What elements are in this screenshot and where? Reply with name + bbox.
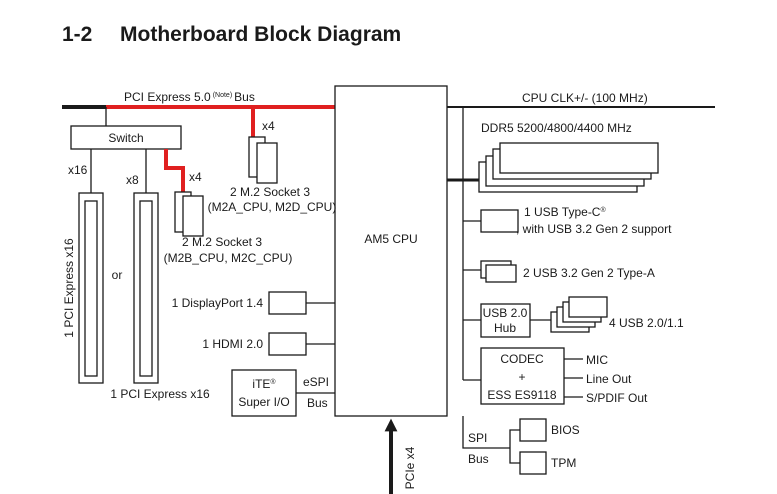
superio-label: Super I/O xyxy=(238,395,289,409)
pcie-x4-label: PCIe x4 xyxy=(403,446,417,489)
hdmi-label: 1 HDMI 2.0 xyxy=(202,337,263,351)
codec-label-line1: CODEC xyxy=(500,352,544,366)
pcie-slot-1-inner xyxy=(84,200,98,377)
m2b-label-line2: (M2B_CPU, M2C_CPU) xyxy=(164,251,293,265)
ddr5-module-1 xyxy=(499,142,659,174)
x8-label: x8 xyxy=(126,173,139,187)
codec-label-line3: ESS ES9118 xyxy=(487,388,556,402)
usb-typea-port-front xyxy=(485,264,517,283)
page-title: Motherboard Block Diagram xyxy=(120,23,401,46)
m2a-label-line2: (M2A_CPU, M2D_CPU) xyxy=(208,200,337,214)
x16-label: x16 xyxy=(68,163,88,177)
x4-label-a: x4 xyxy=(262,119,275,133)
m2a-label-line1: 2 M.2 Socket 3 xyxy=(230,185,310,199)
hdmi-box xyxy=(268,332,307,356)
cpu-label: AM5 CPU xyxy=(364,232,417,246)
tpm-label: TPM xyxy=(551,456,576,470)
usb-typec-label-line1: 1 USB Type-C® xyxy=(524,205,606,219)
pcie-slot-bottom-label: 1 PCI Express x16 xyxy=(110,387,210,401)
pcie-slot-1 xyxy=(78,192,104,384)
bios-box xyxy=(519,418,547,442)
usb2-label: 4 USB 2.0/1.1 xyxy=(609,316,684,330)
spi-label: SPI xyxy=(468,431,487,445)
displayport-label: 1 DisplayPort 1.4 xyxy=(172,296,264,310)
superio-brand: iTE® xyxy=(252,377,276,391)
usb2-port-4 xyxy=(568,296,608,318)
displayport-box xyxy=(268,291,307,315)
usb-typec-label-line2: , with USB 3.2 Gen 2 support xyxy=(516,222,672,236)
bios-link xyxy=(509,429,520,448)
superio-box xyxy=(231,369,297,417)
switch-label: Switch xyxy=(108,131,143,145)
espi-label: eSPI xyxy=(303,375,329,389)
cpu-clock-label: CPU CLK+/- (100 MHz) xyxy=(522,91,648,105)
usb-typec-port xyxy=(480,209,519,233)
tpm-link xyxy=(509,448,520,464)
codec-label-line2: + xyxy=(518,370,525,384)
tpm-box xyxy=(519,451,547,475)
spi-bus-label: Bus xyxy=(468,452,489,466)
m2a-socket-front xyxy=(256,142,278,184)
codec-box xyxy=(480,347,565,405)
usb-hub-label-line2: Hub xyxy=(494,321,516,335)
pcie-slot-vertical-label: 1 PCI Express x16 xyxy=(62,238,76,338)
m2b-socket-front xyxy=(182,195,204,237)
bios-label: BIOS xyxy=(551,423,580,437)
mic-label: MIC xyxy=(586,353,608,367)
switch-to-m2b-red-link xyxy=(164,149,185,192)
spdif-label: S/PDIF Out xyxy=(586,391,648,405)
cpu-box xyxy=(334,85,448,417)
espi-bus-label: Bus xyxy=(307,396,328,410)
pcie-bus-label: PCI Express 5.0(Note)Bus xyxy=(124,90,255,104)
or-label: or xyxy=(112,268,123,282)
pcie-slot-2 xyxy=(133,192,159,384)
pcie-slot-2-inner xyxy=(139,200,153,377)
lineout-label: Line Out xyxy=(586,372,632,386)
m2b-label-line1: 2 M.2 Socket 3 xyxy=(182,235,262,249)
ddr5-label: DDR5 5200/4800/4400 MHz xyxy=(481,121,632,135)
section-number: 1-2 xyxy=(62,23,92,46)
spi-bus-line xyxy=(462,416,510,449)
switch-box xyxy=(70,125,182,150)
usb-hub-label-line1: USB 2.0 xyxy=(483,306,528,320)
x4-label-b: x4 xyxy=(189,170,202,184)
usb-typea-label: 2 USB 3.2 Gen 2 Type-A xyxy=(523,266,655,280)
